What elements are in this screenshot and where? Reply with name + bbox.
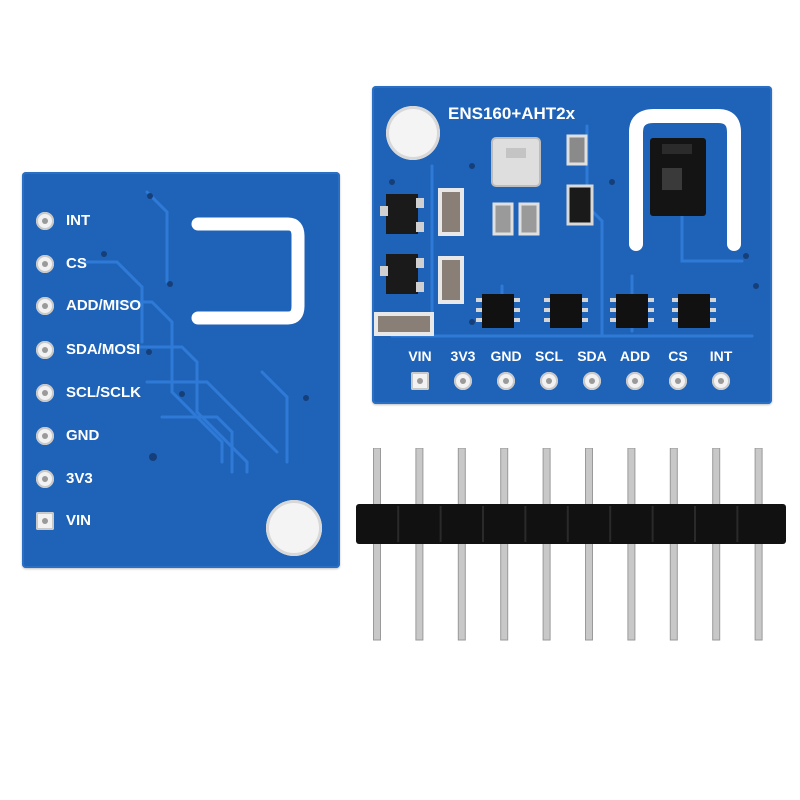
sensor-outline-silk: [191, 217, 305, 325]
back-pin-label: INT: [66, 212, 91, 229]
front-pin-label: ADD: [619, 348, 651, 364]
back-pin-label: ADD/MISO: [66, 297, 141, 314]
front-traces-and-components: [374, 109, 759, 338]
pad-int: [36, 212, 54, 230]
ens160-chip: [491, 137, 541, 187]
pad-3v3: [454, 372, 472, 390]
mounting-hole: [266, 500, 322, 556]
pad-add: [626, 372, 644, 390]
back-pin-label: GND: [66, 427, 100, 444]
pad-scl: [540, 372, 558, 390]
back-pin-label: CS: [66, 255, 87, 272]
pad-cs: [669, 372, 687, 390]
pad-sda: [583, 372, 601, 390]
pad-gnd: [497, 372, 515, 390]
front-pin-label: 3V3: [450, 348, 476, 364]
pin-header-strip: [356, 448, 786, 641]
back-pin-label: VIN: [66, 512, 92, 529]
pad-gnd: [36, 427, 54, 445]
front-pin-label: SDA: [577, 348, 607, 364]
back-pin-label: 3V3: [66, 470, 93, 487]
pad-cs: [36, 255, 54, 273]
pad-int: [712, 372, 730, 390]
board-title: ENS160+AHT2x: [448, 104, 576, 123]
sensor-board-front: ENS160+AHT2x VIN 3V3 GND SCL SDA ADD CS …: [372, 86, 772, 404]
transistor: [386, 254, 418, 294]
back-pin-label: SDA/MOSI: [66, 341, 141, 358]
front-pin-label: CS: [668, 348, 688, 364]
sensor-outline-silk: [629, 109, 741, 251]
pad-scl-sclk: [36, 384, 54, 402]
pad-3v3: [36, 470, 54, 488]
pad-add-miso: [36, 297, 54, 315]
pad-sda-mosi: [36, 341, 54, 359]
back-pin-label: SCL/SCLK: [66, 384, 141, 401]
front-pin-label: SCL: [535, 348, 563, 364]
pad-vin: [36, 512, 54, 530]
sensor-board-back: INT CS ADD/MISO SDA/MOSI SCL/SCLK GND 3V…: [22, 172, 340, 568]
ic-row: [482, 294, 710, 328]
front-pin-label: VIN: [408, 348, 432, 364]
mounting-hole: [386, 106, 440, 160]
header-plastic: [356, 504, 786, 544]
pad-vin: [411, 372, 429, 390]
transistor: [386, 194, 418, 234]
front-pin-label: INT: [709, 348, 733, 364]
back-traces: [80, 190, 309, 474]
front-pin-label: GND: [490, 348, 522, 364]
